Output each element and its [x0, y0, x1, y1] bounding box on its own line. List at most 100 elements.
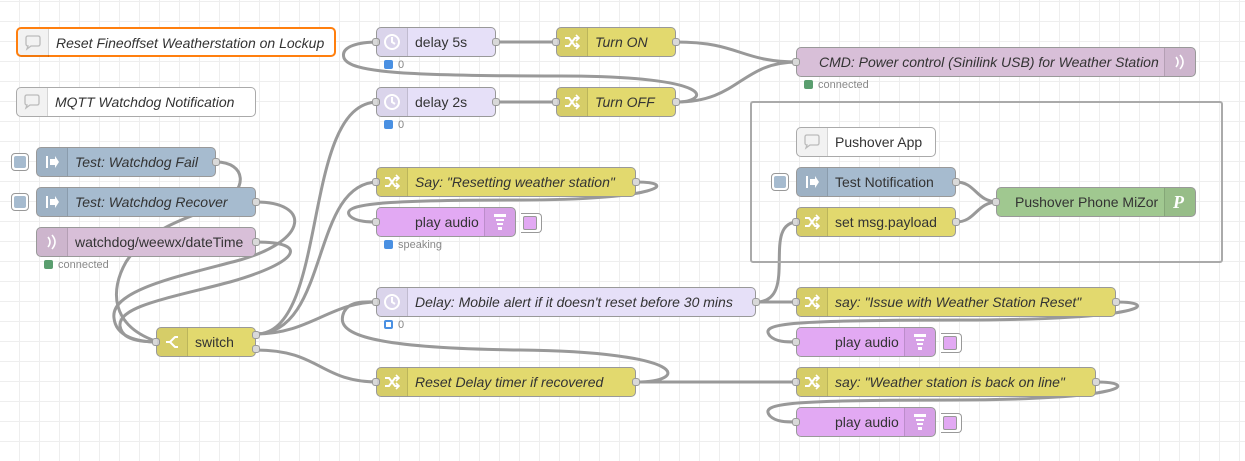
node-label: say: "Weather station is back on line" [835, 374, 1065, 390]
output-port[interactable] [952, 218, 960, 226]
shuffle-icon [377, 168, 408, 196]
status-text: 0 [384, 59, 404, 71]
status-label: connected [818, 79, 869, 91]
output-port[interactable] [752, 298, 760, 306]
status-text: connected [44, 259, 109, 271]
input-port[interactable] [372, 178, 380, 186]
status-label: 0 [398, 119, 405, 131]
play-audio-node[interactable]: play audio [792, 327, 962, 357]
node-label: delay 2s [415, 94, 468, 110]
output-port[interactable] [632, 378, 640, 386]
input-port[interactable] [792, 298, 800, 306]
audio-icon [904, 408, 935, 436]
play-audio-node[interactable]: play audio [792, 407, 962, 437]
inject-node-test-notification[interactable]: Test Notification [771, 167, 960, 197]
output-port[interactable] [252, 345, 260, 353]
node-label: Turn ON [595, 34, 648, 50]
input-port[interactable] [792, 338, 800, 346]
input-port[interactable] [372, 298, 380, 306]
status-label: 0 [398, 319, 405, 331]
inject-node-fail[interactable]: Test: Watchdog Fail [11, 147, 220, 177]
node-label: switch [195, 334, 234, 350]
node-label: Test Notification [835, 174, 934, 190]
node-label: say: "Issue with Weather Station Reset" [835, 294, 1082, 310]
delay-node-2s[interactable]: delay 2s [372, 87, 500, 117]
delay-node-30min[interactable]: Delay: Mobile alert if it doesn't reset … [372, 287, 760, 317]
change-node-turn-on[interactable]: Turn ON [552, 27, 680, 57]
wire [254, 100, 380, 336]
status-text: 0 [384, 119, 404, 131]
play-audio-node[interactable]: play audio [372, 207, 542, 237]
switch-node[interactable]: switch [152, 327, 260, 357]
delay-node-5s[interactable]: delay 5s [372, 27, 500, 57]
timer-icon [377, 28, 408, 56]
comment-icon [797, 128, 828, 156]
output-port[interactable] [672, 98, 680, 106]
input-port[interactable] [372, 378, 380, 386]
output-port[interactable] [672, 38, 680, 46]
output-port[interactable] [632, 178, 640, 186]
pushover-node[interactable]: Pushover Phone MiZor P [992, 187, 1196, 217]
inject-trigger-button[interactable] [11, 193, 29, 211]
node-label: Reset Delay timer if recovered [415, 374, 604, 390]
output-port[interactable] [252, 331, 260, 339]
input-port[interactable] [372, 98, 380, 106]
change-node-say-issue[interactable]: say: "Issue with Weather Station Reset" [792, 287, 1120, 317]
comment-node-reset[interactable]: Reset Fineoffset Weatherstation on Locku… [16, 27, 336, 57]
input-port[interactable] [552, 38, 560, 46]
output-port[interactable] [492, 38, 500, 46]
change-node-reset-delay[interactable]: Reset Delay timer if recovered [372, 367, 640, 397]
node-label: play audio [835, 334, 899, 350]
inject-arrow-icon [797, 168, 828, 196]
change-node-set-payload[interactable]: set msg.payload [792, 207, 960, 237]
input-port[interactable] [792, 418, 800, 426]
output-port[interactable] [252, 238, 260, 246]
comment-node-mqtt[interactable]: MQTT Watchdog Notification [16, 87, 256, 117]
output-port[interactable] [1112, 298, 1120, 306]
change-node-say-back-online[interactable]: say: "Weather station is back on line" [792, 367, 1100, 397]
audio-toggle-button[interactable] [941, 333, 962, 353]
input-port[interactable] [992, 198, 1000, 206]
timer-icon [377, 288, 408, 316]
node-label: play audio [415, 214, 479, 230]
inject-trigger-button[interactable] [771, 173, 789, 191]
inject-trigger-button[interactable] [11, 153, 29, 171]
svg-text:P: P [1172, 192, 1185, 212]
status-dot [384, 120, 393, 129]
audio-toggle-button[interactable] [521, 213, 542, 233]
mqtt-in-node[interactable]: watchdog/weewx/dateTime [36, 227, 260, 257]
wire [254, 180, 380, 336]
change-node-turn-off[interactable]: Turn OFF [552, 87, 680, 117]
audio-toggle-button[interactable] [941, 413, 962, 433]
node-label: Test: Watchdog Recover [75, 194, 228, 210]
output-port[interactable] [252, 198, 260, 206]
output-port[interactable] [952, 178, 960, 186]
input-port[interactable] [372, 218, 380, 226]
audio-icon [904, 328, 935, 356]
comment-icon [18, 29, 49, 57]
input-port[interactable] [152, 338, 160, 346]
input-port[interactable] [792, 378, 800, 386]
comment-node-pushover[interactable]: Pushover App [796, 127, 936, 157]
output-port[interactable] [212, 158, 220, 166]
wire [674, 40, 800, 64]
input-port[interactable] [792, 218, 800, 226]
mqtt-out-node-power-control[interactable]: CMD: Power control (Sinilink USB) for We… [792, 47, 1196, 77]
output-port[interactable] [492, 98, 500, 106]
change-node-say-resetting[interactable]: Say: "Resetting weather station" [372, 167, 640, 197]
inject-arrow-icon [37, 188, 68, 216]
status-text: connected [804, 79, 869, 91]
pushover-group[interactable] [750, 101, 1223, 263]
input-port[interactable] [552, 98, 560, 106]
wire [254, 300, 380, 336]
status-text: 0 [384, 319, 404, 331]
input-port[interactable] [792, 58, 800, 66]
status-dot [384, 60, 393, 69]
inject-node-recover[interactable]: Test: Watchdog Recover [11, 187, 260, 217]
input-port[interactable] [372, 38, 380, 46]
output-port[interactable] [1092, 378, 1100, 386]
shuffle-icon [797, 288, 828, 316]
status-dot [804, 80, 813, 89]
mqtt-wave-icon [37, 228, 68, 256]
